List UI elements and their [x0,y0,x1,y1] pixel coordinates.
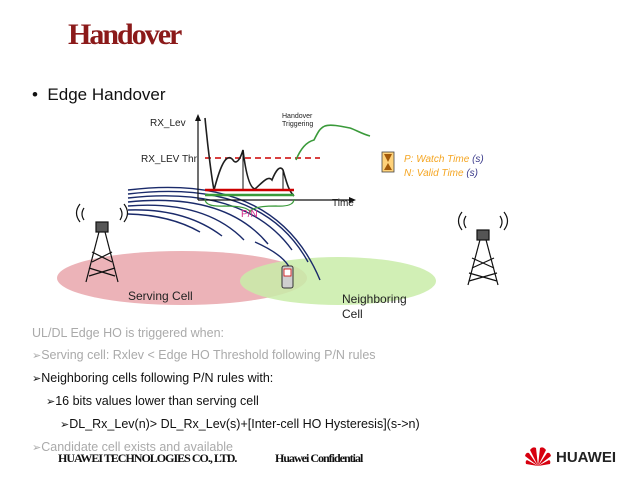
footer-company: HUAWEI TECHNOLOGIES CO., LTD. [58,451,236,466]
rx-lev-axis-label: RX_Lev [150,118,186,129]
huawei-logo-icon [524,444,552,468]
legend-valid-text: N: Valid Time [404,168,464,179]
serving-cell-label: Serving Cell [128,289,193,303]
neighbor-tower-icon [459,212,508,285]
pn-label: P/N [241,209,258,220]
brand-name: HUAWEI [556,449,616,466]
handover-triggering-label: Handover Triggering [282,113,324,129]
rx-lev-threshold-label: RX_LEV Thr [141,154,197,165]
handover-diagram [0,0,638,330]
condition-subitem: ➢DL_Rx_Lev(n)> DL_Rx_Lev(s)+[Inter-cell … [32,413,420,436]
legend-valid-time: N: Valid Time (s) [404,168,478,179]
neighboring-cell-label: Neighboring Cell [342,292,422,322]
hourglass-icon [382,152,394,172]
mobile-phone-icon [282,266,293,288]
legend-watch-unit: (s) [472,154,484,165]
rx-lev-curve [205,118,294,196]
condition-item: ➢Serving cell: Rxlev < Edge HO Threshold… [32,344,420,367]
condition-item: ➢Neighboring cells following P/N rules w… [32,367,420,390]
footer-confidential: Huawei Confidential [275,451,362,466]
time-axis-label: Time [332,198,354,209]
legend-valid-unit: (s) [466,168,478,179]
legend-watch-text: P: Watch Time [404,154,469,165]
conditions-heading: UL/DL Edge HO is triggered when: [32,322,420,344]
legend-watch-time: P: Watch Time (s) [404,154,484,165]
condition-subitem: ➢16 bits values lower than serving cell [32,390,420,413]
handover-conditions: UL/DL Edge HO is triggered when: ➢Servin… [32,322,420,459]
handover-curve [296,125,370,160]
